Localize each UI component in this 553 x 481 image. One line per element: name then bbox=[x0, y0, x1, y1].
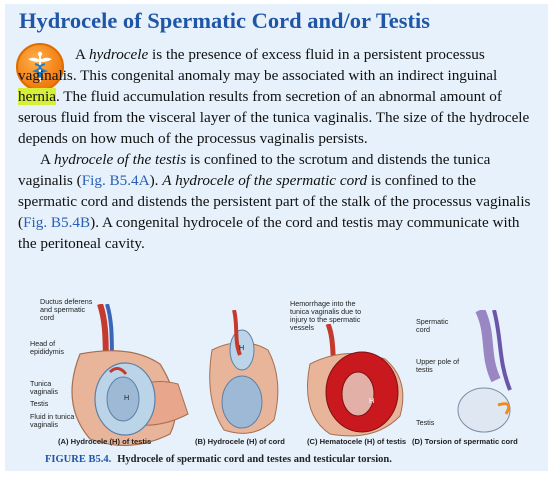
figure-b5-4: H Ductus deferens and spermatic cord Hea… bbox=[20, 296, 530, 452]
label-h-c: H bbox=[369, 396, 375, 405]
panel-a-illustration bbox=[71, 304, 189, 446]
panel-d-illustration bbox=[457, 310, 512, 433]
label-epididymis: Head of epididymis bbox=[30, 339, 64, 356]
highlighted-term[interactable]: hernia bbox=[18, 88, 56, 105]
label-h-a: H bbox=[124, 393, 130, 402]
figure-number: FIGURE B5.4. bbox=[45, 454, 112, 465]
page: Hydrocele of Spermatic Cord and/or Testi… bbox=[5, 4, 548, 471]
label-spermatic-cord: Spermatic cord bbox=[416, 317, 449, 334]
figure-caption: FIGURE B5.4. Hydrocele of spermatic cord … bbox=[45, 454, 392, 465]
figure-link-a[interactable]: Fig. B5.4A bbox=[81, 172, 150, 189]
figure-link-b[interactable]: Fig. B5.4B bbox=[23, 214, 91, 231]
label-testis-d: Testis bbox=[416, 418, 435, 427]
panel-c-caption: (C) Hematocele (H) of testis bbox=[307, 437, 407, 446]
label-ductus: Ductus deferens and spermatic cord bbox=[40, 297, 93, 322]
body-text: A hydrocele is the presence of excess fl… bbox=[18, 44, 538, 254]
paragraph-1: A hydrocele is the presence of excess fl… bbox=[18, 46, 530, 147]
panel-b-caption: (B) Hydrocele (H) of cord bbox=[195, 437, 285, 446]
label-upper-pole: Upper pole of testis bbox=[416, 357, 460, 374]
label-tunica: Tunica vaginalis bbox=[30, 379, 58, 396]
caduceus-icon bbox=[16, 43, 64, 91]
panel-a-caption: (A) Hydrocele (H) of testis bbox=[58, 437, 152, 446]
panel-c-illustration bbox=[307, 324, 404, 437]
page-title: Hydrocele of Spermatic Cord and/or Testi… bbox=[19, 8, 431, 33]
label-testis-a: Testis bbox=[30, 399, 49, 408]
label-fluid: Fluid in tunica vaginalis bbox=[30, 412, 75, 429]
panel-d-caption: (D) Torsion of spermatic cord bbox=[412, 437, 518, 446]
paragraph-2: A hydrocele of the testis is confined to… bbox=[18, 151, 531, 252]
figure-caption-text: Hydrocele of spermatic cord and testes a… bbox=[117, 454, 392, 465]
label-hemorrhage: Hemorrhage into the tunica vaginalis due… bbox=[290, 299, 362, 332]
panel-b-illustration bbox=[209, 310, 279, 434]
label-h-b: H bbox=[239, 343, 245, 352]
